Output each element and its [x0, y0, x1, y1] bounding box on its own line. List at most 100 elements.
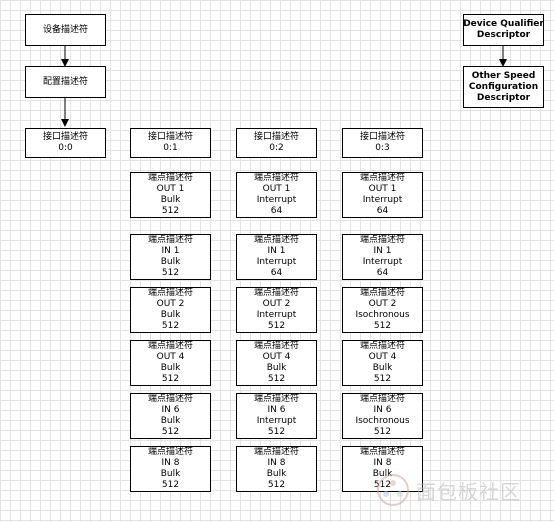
endpoint-title: 端点描述符 — [147, 288, 193, 298]
endpoint-address: IN 1 — [267, 246, 286, 256]
endpoint-size: 512 — [161, 480, 180, 490]
endpoint-type: Interrupt — [256, 310, 297, 320]
interface-alt-setting: 0:3 — [375, 143, 390, 153]
endpoint-address: OUT 2 — [368, 299, 397, 309]
endpoint-size: 512 — [161, 268, 180, 278]
endpoint-type: Isochronous — [355, 310, 410, 320]
endpoint-size: 512 — [161, 206, 180, 216]
endpoint-address: OUT 1 — [156, 184, 185, 194]
interface-alt-setting: 0:1 — [163, 143, 178, 153]
endpoint-type: Bulk — [160, 363, 181, 373]
endpoint-type: Bulk — [160, 469, 181, 479]
endpoint-title: 端点描述符 — [147, 235, 193, 245]
endpoint-title: 端点描述符 — [359, 235, 405, 245]
endpoint-type: Bulk — [160, 310, 181, 320]
endpoint-title: 端点描述符 — [253, 173, 299, 183]
endpoint-address: IN 6 — [373, 405, 392, 415]
endpoint-size: 512 — [161, 321, 180, 331]
endpoint-address: OUT 4 — [262, 352, 291, 362]
endpoint-size: 64 — [270, 206, 283, 216]
endpoint-title: 端点描述符 — [359, 288, 405, 298]
endpoint-size: 512 — [267, 480, 286, 490]
device-qualifier-box: Device Qualifier Descriptor — [463, 14, 544, 46]
endpoint-size: 64 — [270, 268, 283, 278]
endpoint-title: 端点描述符 — [253, 288, 299, 298]
endpoint-title: 端点描述符 — [253, 235, 299, 245]
endpoint-title: 端点描述符 — [253, 447, 299, 457]
endpoint-address: OUT 2 — [156, 299, 185, 309]
endpoint-title: 端点描述符 — [359, 447, 405, 457]
device-descriptor-box: 设备描述符 — [25, 14, 106, 46]
endpoint-address: IN 6 — [267, 405, 286, 415]
qualifier-line-2: Descriptor — [476, 30, 531, 40]
endpoint-address: OUT 4 — [368, 352, 397, 362]
endpoint-title: 端点描述符 — [147, 447, 193, 457]
endpoint-title: 端点描述符 — [359, 394, 405, 404]
interface-title: 接口描述符 — [147, 132, 193, 142]
other-speed-line-2: Configuration — [468, 81, 539, 92]
endpoint-address: OUT 1 — [262, 184, 291, 194]
config-descriptor-box: 配置描述符 — [25, 66, 106, 98]
endpoint-size: 64 — [376, 206, 389, 216]
interface-alt-setting: 0:0 — [58, 143, 73, 153]
endpoint-size: 512 — [373, 480, 392, 490]
endpoint-type: Interrupt — [256, 416, 297, 426]
endpoint-size: 512 — [161, 427, 180, 437]
endpoint-address: OUT 4 — [156, 352, 185, 362]
endpoint-address: IN 8 — [161, 458, 180, 468]
endpoint-address: OUT 1 — [368, 184, 397, 194]
endpoint-type: Bulk — [160, 416, 181, 426]
endpoint-type: Interrupt — [362, 257, 403, 267]
endpoint-size: 512 — [373, 427, 392, 437]
endpoint-title: 端点描述符 — [147, 394, 193, 404]
watermark-text: 面包板社区 — [416, 479, 521, 504]
endpoint-type: Interrupt — [362, 195, 403, 205]
endpoint-size: 64 — [376, 268, 389, 278]
interface-alt-setting: 0:2 — [269, 143, 284, 153]
endpoint-title: 端点描述符 — [253, 341, 299, 351]
endpoint-address: OUT 2 — [262, 299, 291, 309]
endpoint-type: Bulk — [372, 363, 393, 373]
interface-title: 接口描述符 — [42, 132, 88, 142]
endpoint-size: 512 — [267, 427, 286, 437]
other-speed-config-box: Other Speed Configuration Descriptor — [463, 66, 544, 108]
endpoint-title: 端点描述符 — [359, 173, 405, 183]
config-descriptor-label: 配置描述符 — [42, 76, 88, 87]
qualifier-line-1: Device Qualifier — [463, 19, 544, 29]
endpoint-size: 512 — [161, 374, 180, 384]
endpoint-type: Bulk — [266, 363, 287, 373]
other-speed-line-1: Other Speed — [471, 70, 536, 81]
endpoint-type: Bulk — [160, 195, 181, 205]
endpoint-type: Isochronous — [355, 416, 410, 426]
endpoint-title: 端点描述符 — [253, 394, 299, 404]
endpoint-type: Bulk — [160, 257, 181, 267]
endpoint-address: IN 1 — [161, 246, 180, 256]
endpoint-type: Bulk — [266, 469, 287, 479]
endpoint-title: 端点描述符 — [147, 341, 193, 351]
endpoint-size: 512 — [373, 321, 392, 331]
endpoint-address: IN 1 — [373, 246, 392, 256]
watermark: 面包板社区 — [376, 470, 546, 510]
endpoint-address: IN 8 — [267, 458, 286, 468]
device-descriptor-label: 设备描述符 — [42, 24, 88, 35]
endpoint-size: 512 — [267, 374, 286, 384]
